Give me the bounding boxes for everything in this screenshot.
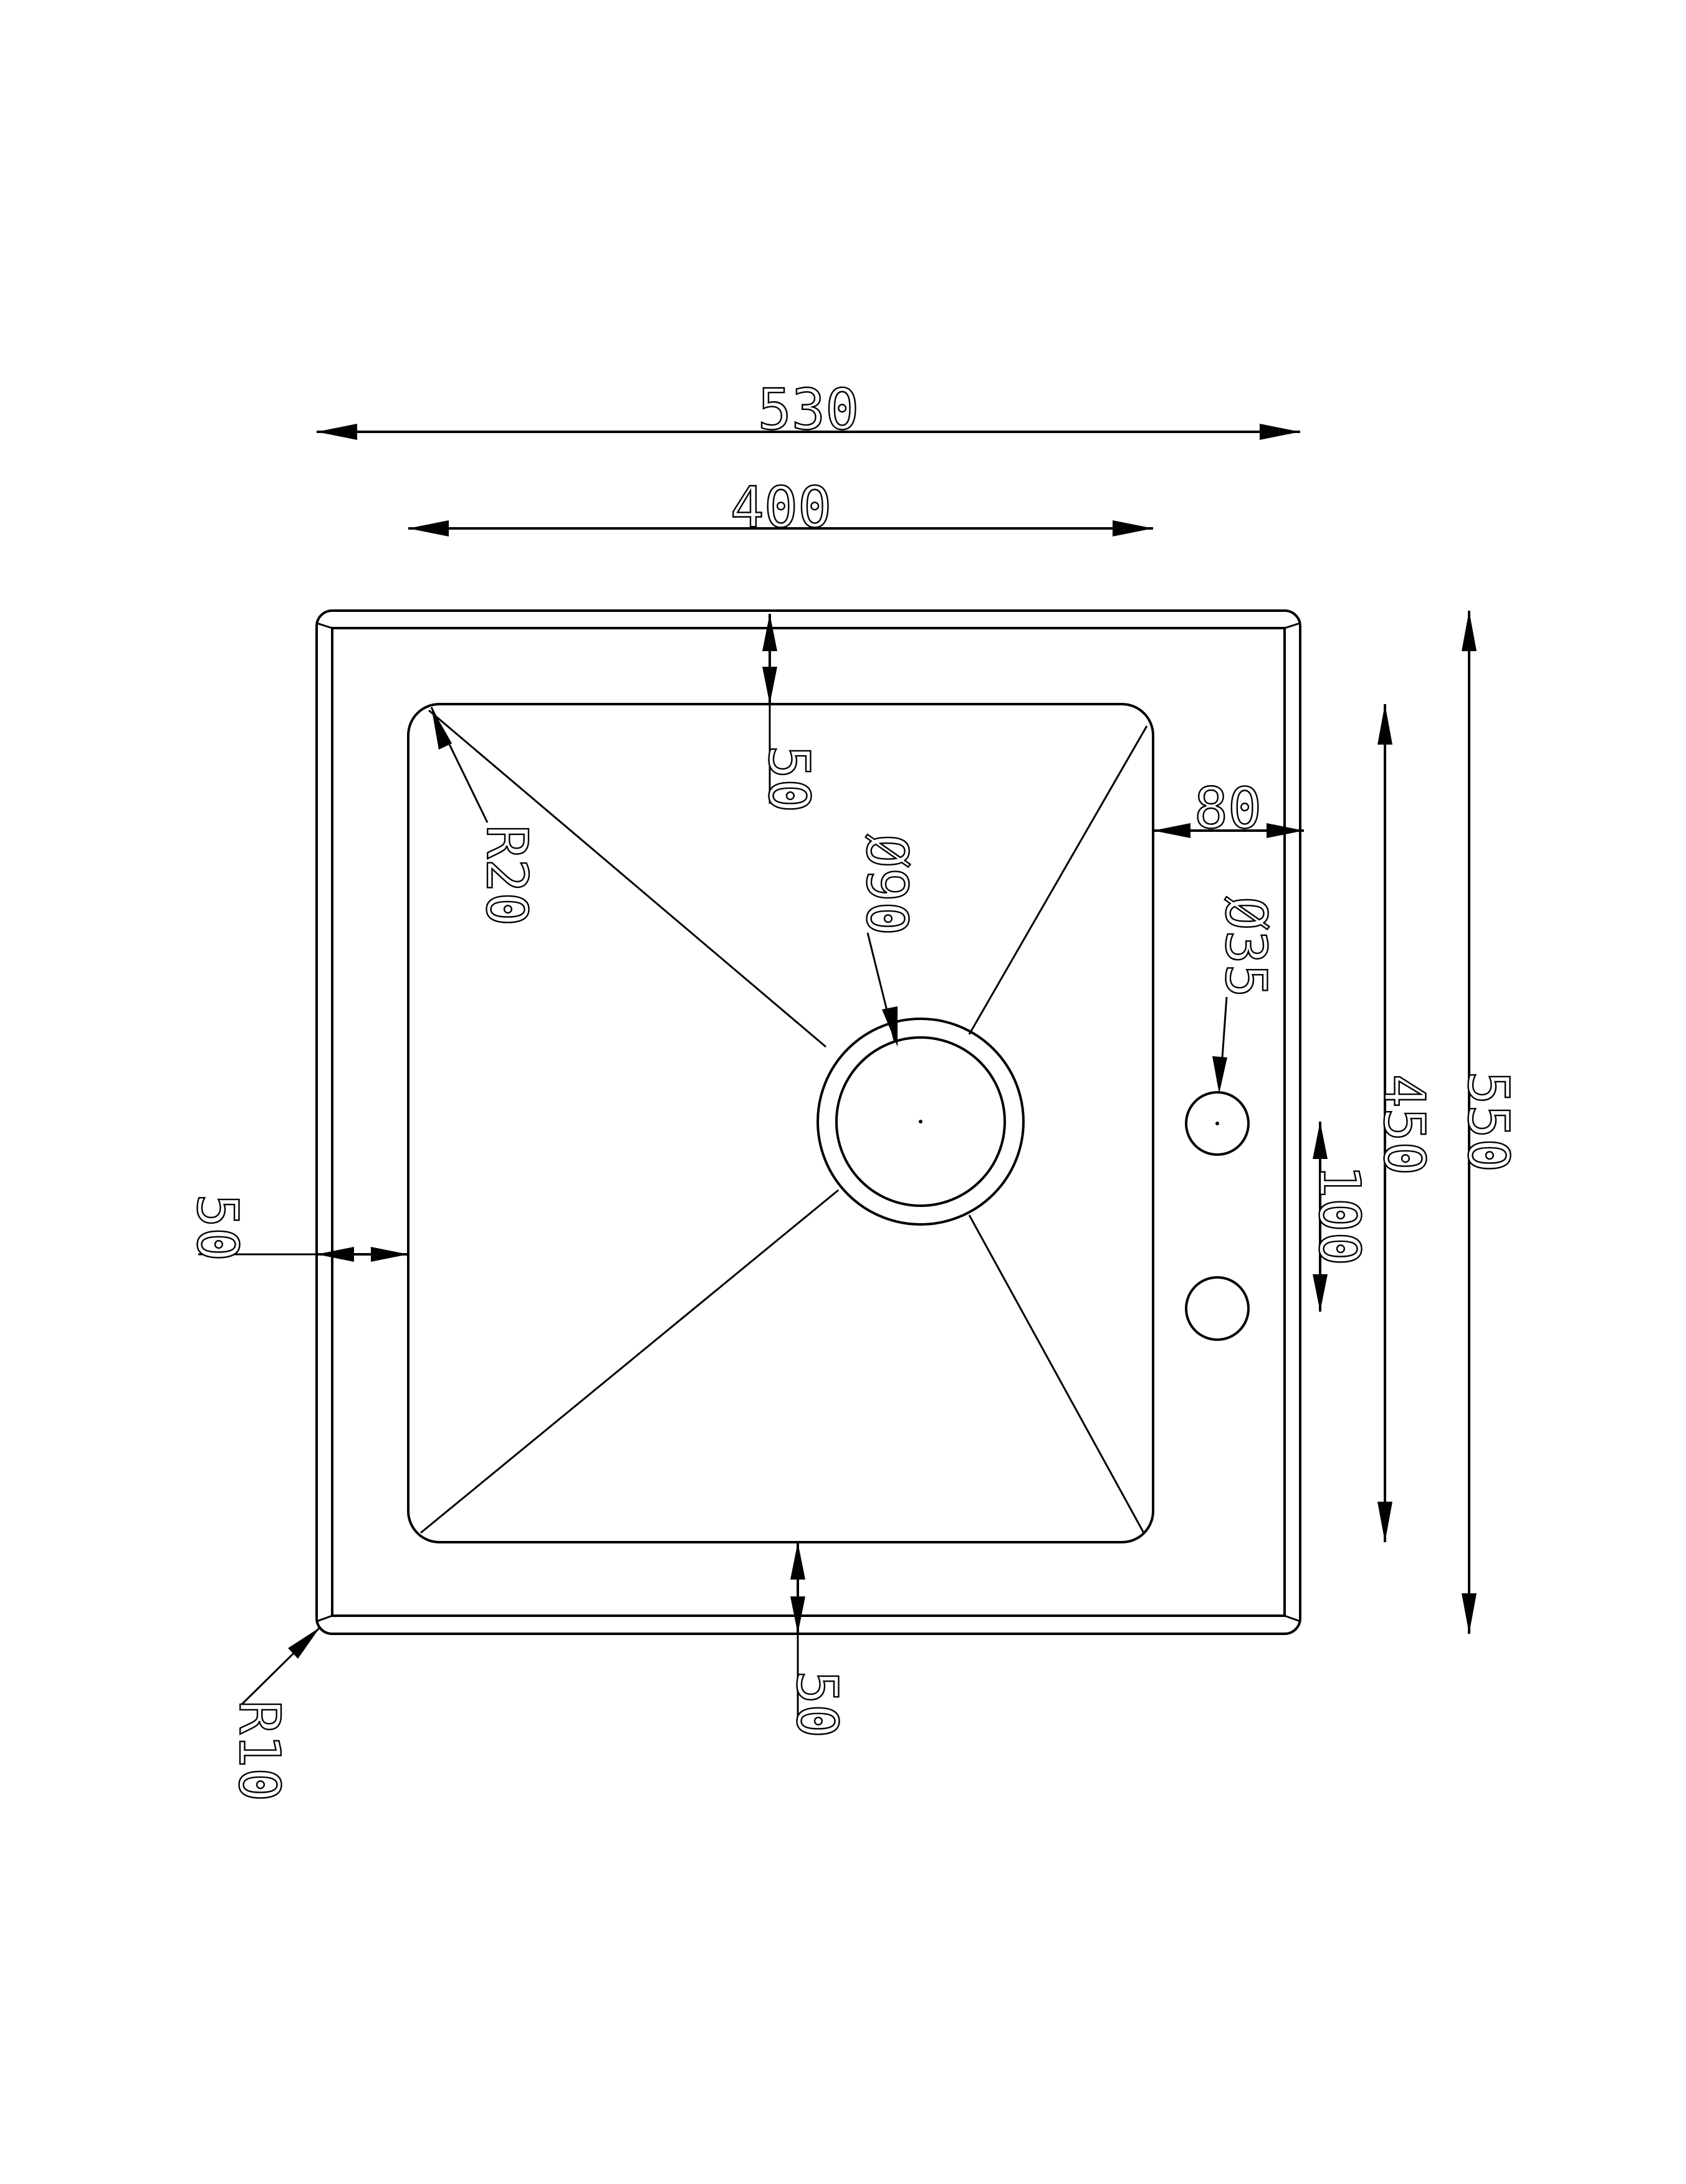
drain-outer-circle — [817, 1018, 1025, 1226]
dim-top-rim: 50 — [755, 614, 822, 813]
tap-holes — [1185, 1091, 1250, 1341]
dim-bowl-corner-radius: R20 — [430, 707, 540, 927]
bowl-slope-line — [968, 725, 1148, 1035]
bowl-slope-line — [428, 709, 826, 1048]
tap-hole-spacing-label: 100 — [1306, 1165, 1372, 1266]
tap-hole-lower — [1185, 1276, 1250, 1341]
top-rim-label: 50 — [756, 745, 821, 813]
inner-rim — [331, 627, 1286, 1617]
sink-bowl — [407, 703, 1154, 1543]
bowl-length-label: 450 — [1371, 1074, 1437, 1176]
dim-bottom-rim: 50 — [783, 1542, 850, 1738]
outer-rim — [315, 609, 1301, 1635]
dim-overall-width: 530 — [317, 376, 1300, 443]
dim-left-rim: 50 — [184, 1193, 408, 1262]
dim-bowl-length: 450 — [1371, 704, 1437, 1542]
dim-overall-length: 550 — [1455, 611, 1521, 1634]
drain-diameter-label: Ø90 — [854, 834, 919, 936]
bowl-corner-radius-label: R20 — [474, 825, 539, 927]
tap-hole-upper — [1185, 1091, 1250, 1156]
drain-inner-circle — [835, 1036, 1006, 1207]
dim-tap-hole-diameter: Ø35 — [1212, 896, 1279, 1094]
bowl-slope-line — [968, 1214, 1145, 1533]
drain — [817, 1018, 1025, 1226]
overall-length-label: 550 — [1455, 1071, 1521, 1173]
drain-center-mark — [919, 1120, 922, 1123]
sink-outline — [315, 609, 1301, 1635]
overall-width-label: 530 — [758, 377, 860, 442]
dim-outer-corner-radius: R10 — [226, 1626, 321, 1802]
dim-drain-diameter: Ø90 — [853, 834, 920, 1047]
bowl-slope-line — [420, 1189, 839, 1534]
right-deck-label: 80 — [1194, 776, 1262, 841]
bowl-width-label: 400 — [730, 475, 832, 540]
bowl-outline — [407, 703, 1154, 1543]
left-rim-label: 50 — [184, 1194, 250, 1261]
bottom-rim-label: 50 — [784, 1671, 850, 1738]
dim-bowl-width: 400 — [408, 474, 1153, 541]
dim-tap-hole-spacing: 100 — [1306, 1122, 1372, 1312]
tap-hole-diameter-label: Ø35 — [1213, 897, 1278, 998]
outer-corner-radius-label: R10 — [226, 1700, 292, 1802]
dim-right-deck: 80 — [1153, 775, 1304, 842]
